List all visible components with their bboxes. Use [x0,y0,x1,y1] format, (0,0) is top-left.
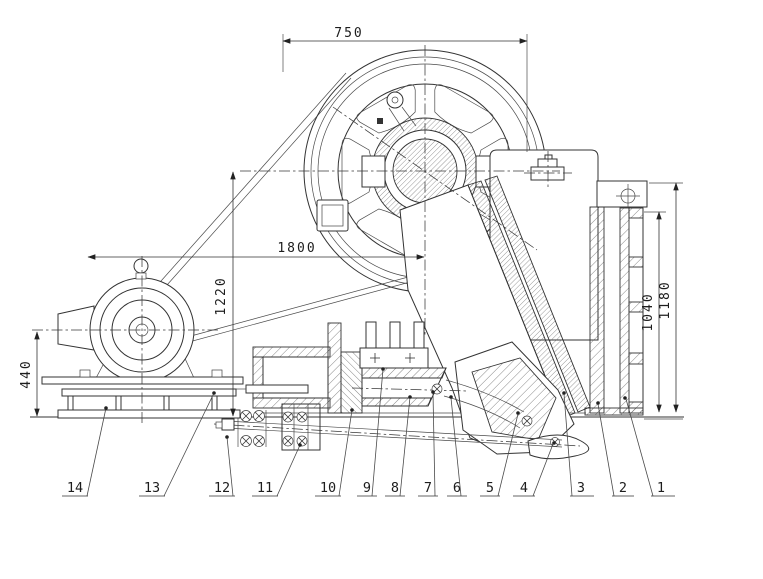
callout-7: 7 [418,390,438,497]
wedge-block [340,351,363,414]
adjustment-screw [245,384,309,394]
slide-rail [41,376,244,385]
callout-3: 3 [562,391,594,497]
callout-13: 13 [139,391,216,497]
toggle-pin-rear [521,415,533,427]
dimension-1180: 1180 [644,182,683,420]
part-label-2: 2 [619,480,627,496]
frame-column [584,180,648,416]
frame-opening-detail [316,199,349,232]
dim-1040-label: 1040 [641,292,656,331]
dimension-750: 750 [282,26,528,152]
callout-8: 8 [385,395,412,497]
part-label-4: 4 [520,480,528,496]
bolt-hole-crosshair [616,184,640,208]
part-label-13: 13 [144,480,160,496]
housing-top-bolt [524,151,572,188]
counterweight-bolt [377,91,417,132]
dim-1180-label: 1180 [658,280,673,319]
part-label-10: 10 [320,480,336,496]
dimension-1040: 1040 [641,211,666,413]
callout-9: 9 [357,367,385,497]
dim-1220-label: 1220 [214,276,229,315]
dimension-440: 440 [19,331,40,417]
dimension-1800: 1800 [87,241,425,260]
motor-stand [57,388,241,419]
callout-12: 12 [209,435,235,497]
callout-11: 11 [252,443,302,497]
frame-rear-wall [327,322,342,414]
part-label-11: 11 [257,480,273,496]
part-label-12: 12 [214,480,230,496]
bearing-block-left [361,155,386,188]
motor-fan-cover [57,305,95,351]
rod-guide-bracket [281,403,321,451]
moving-jaw-pitman [399,175,591,460]
dimension-1220: 1220 [214,171,236,417]
dim-440-label: 440 [19,359,34,388]
callout-2: 2 [596,401,634,497]
callout-14: 14 [62,406,108,497]
column-inner-wall [619,207,630,414]
jaw-plate [467,180,576,419]
part-label-7: 7 [424,480,432,496]
dim-1800-label: 1800 [277,241,316,256]
callout-6: 6 [447,395,467,497]
lifting-eye [133,258,149,274]
part-callouts: 14 13 12 11 10 9 8 [62,367,675,497]
column-cap [596,180,648,208]
tension-rod-assembly [213,403,581,451]
spring-coils [240,410,265,447]
part-label-8: 8 [391,480,399,496]
part-label-1: 1 [657,480,665,496]
dim-750-label: 750 [334,26,363,41]
jaw-liner [484,175,591,413]
callout-10: 10 [315,408,354,497]
rod-end-bolt [221,418,235,431]
callout-1: 1 [623,396,675,497]
toggle-plate [445,379,525,413]
fixed-jaw-wall [589,206,605,414]
part-label-6: 6 [453,480,461,496]
callout-5: 5 [480,411,520,497]
part-label-5: 5 [486,480,494,496]
part-label-9: 9 [363,480,371,496]
column-base-beam [584,407,644,416]
centerlines [32,45,560,424]
part-label-14: 14 [67,480,83,496]
callout-4: 4 [513,441,556,497]
part-label-3: 3 [577,480,585,496]
